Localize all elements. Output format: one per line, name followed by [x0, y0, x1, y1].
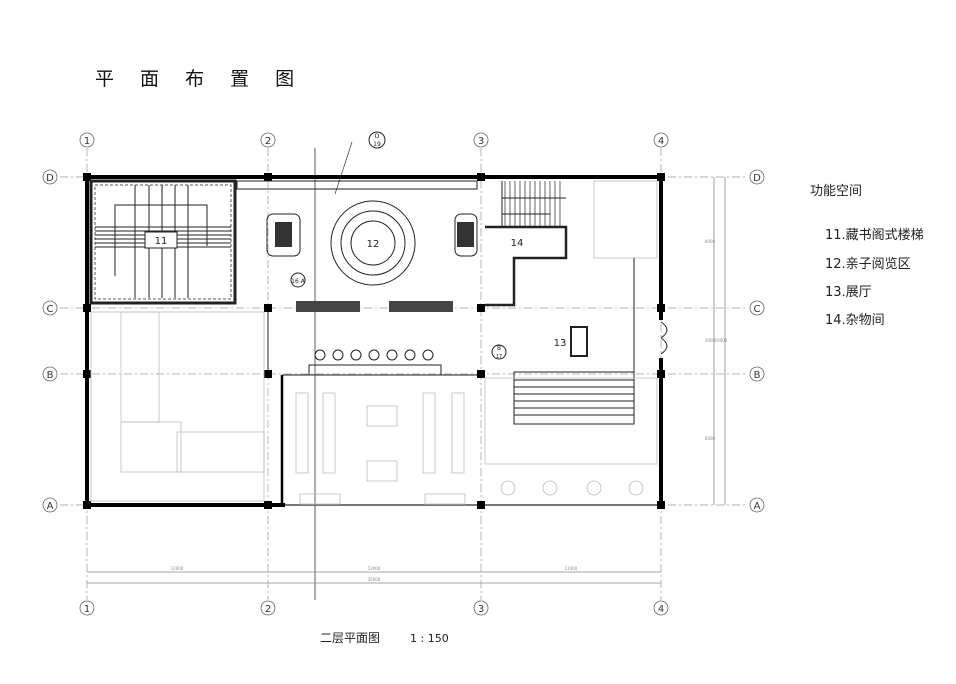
seating-area	[90, 311, 466, 505]
exterior-walls	[85, 175, 663, 507]
legend-item: 12.亲子阅览区	[825, 256, 911, 272]
legend-item: 11.藏书阁式楼梯	[825, 228, 924, 243]
svg-text:B: B	[754, 370, 761, 381]
svg-text:1: 1	[84, 136, 90, 147]
room-label-11: 11	[155, 236, 168, 247]
drawing-scale: 1 : 150	[410, 632, 449, 645]
svg-text:C: C	[47, 304, 54, 315]
structural-columns	[83, 173, 665, 509]
grid-lines	[60, 148, 748, 600]
svg-text:2: 2	[265, 604, 271, 615]
svg-text:B: B	[47, 370, 54, 381]
svg-text:A: A	[754, 501, 761, 512]
svg-text:A: A	[47, 501, 54, 512]
svg-text:3: 3	[478, 136, 484, 147]
svg-text:3: 3	[478, 604, 484, 615]
section-mark-b-bottom: 17	[496, 354, 502, 360]
legend: 功能空间 11.藏书阁式楼梯 12.亲子阅览区 13.展厅 14.杂物间	[810, 184, 924, 328]
axis-bubbles-top: 1 2 3 4	[79, 132, 669, 148]
room-label-12: 12	[367, 239, 380, 250]
drawing-caption: 二层平面图	[320, 631, 380, 645]
svg-text:1: 1	[84, 604, 90, 615]
svg-text:D: D	[46, 173, 54, 184]
svg-text:2: 2	[265, 136, 271, 147]
svg-text:19000: 19000	[715, 338, 728, 343]
storage-room-14: 14	[485, 181, 568, 307]
svg-text:C: C	[754, 304, 761, 315]
exhibition-hall-13: 13 B 17	[484, 180, 668, 496]
section-mark-b-top: B	[497, 345, 501, 352]
svg-text:8000: 8000	[705, 436, 716, 441]
stair-room-11: 11	[89, 179, 237, 305]
axis-bubbles-right: D C B A	[749, 169, 765, 513]
svg-text:D: D	[753, 173, 761, 184]
detail-mark-top: D	[375, 133, 380, 140]
svg-text:3000: 3000	[705, 338, 716, 343]
dimension-lines: 12000 12000 11000 35000 8000 3000 8000 1…	[87, 177, 728, 584]
section-mark-a: 16 A	[291, 278, 306, 285]
room-label-13: 13	[554, 338, 567, 349]
svg-text:11000: 11000	[565, 566, 578, 571]
svg-text:12000: 12000	[171, 566, 184, 571]
svg-text:4: 4	[658, 604, 664, 615]
axis-bubbles-bottom: 1 2 3 4	[79, 600, 669, 616]
legend-heading: 功能空间	[810, 184, 862, 199]
svg-text:4: 4	[658, 136, 664, 147]
legend-item: 13.展厅	[825, 285, 872, 300]
svg-text:35000: 35000	[368, 577, 381, 582]
room-label-14: 14	[511, 238, 524, 249]
svg-text:8000: 8000	[705, 239, 716, 244]
reading-area-12: 12 D 19 16 A	[236, 131, 478, 376]
page-title: 平 面 布 置 图	[95, 68, 304, 90]
legend-item: 14.杂物间	[825, 313, 885, 328]
svg-text:12000: 12000	[368, 566, 381, 571]
axis-bubbles-left: D C B A	[42, 169, 58, 513]
detail-mark-bottom: 19	[373, 141, 381, 148]
